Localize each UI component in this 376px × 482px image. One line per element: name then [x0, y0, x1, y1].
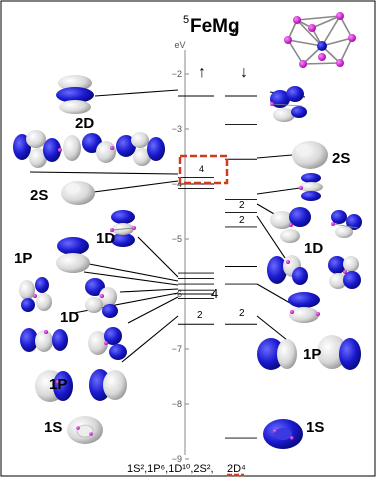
title: FeMg [190, 16, 240, 37]
connector [83, 262, 179, 282]
orbital-2s-left [61, 181, 95, 205]
axis-tick-label: −6 [172, 289, 182, 299]
connector [119, 288, 179, 293]
axis-unit: eV [174, 40, 185, 50]
label-1d-left-upper: 1D [96, 230, 115, 247]
label-2s-left: 2S [30, 187, 48, 204]
spin-up-arrow: ↑ [198, 64, 206, 81]
degeneracy-down-1d-a: 2 [239, 200, 245, 211]
electron-configuration: 1S²,1P⁶,1D¹⁰,2S², [127, 463, 214, 475]
spin-up-levels [178, 95, 214, 325]
degeneracy-down-1p: 2 [239, 308, 245, 319]
label-1p-left: 1P [14, 250, 32, 267]
label-2s-right: 2S [332, 150, 350, 167]
axis-tick-label: −7 [172, 344, 182, 354]
degeneracy-up-1d: 4 [211, 286, 218, 301]
label-1d-right: 1D [304, 240, 323, 257]
orbital-right-1d-a [270, 207, 311, 243]
cluster-structure-icon [284, 12, 356, 68]
connector [29, 171, 179, 175]
connector [256, 283, 291, 304]
axis-tick-label: −2 [172, 69, 182, 79]
orbital-2s-right [292, 141, 328, 169]
degeneracy-up-2d: 4 [199, 164, 204, 174]
connector [256, 315, 288, 341]
orbital-right-1d-b [331, 210, 362, 238]
spin-down-arrow: ↓ [240, 64, 248, 81]
connector [137, 236, 179, 278]
connector [85, 180, 179, 194]
orbital-1d-left-middle [19, 277, 118, 318]
orbital-1d-left-upper [110, 210, 136, 247]
orbital-right-1d-c [267, 255, 308, 285]
orbital-right-1p-upper [288, 292, 320, 323]
connector [256, 187, 301, 195]
label-1d-left-lower: 1D [60, 309, 79, 326]
orbital-right-1d-stack [299, 173, 323, 201]
orbital-2d-row [13, 130, 165, 168]
axis-ticks: −2 −3 −4 −5 −6 −7 −8 −9 [172, 69, 189, 464]
connector [121, 315, 179, 363]
connector [256, 215, 286, 259]
orbital-1p-left-upper [56, 237, 90, 273]
axis-tick-label: −3 [172, 124, 182, 134]
configuration-highlight: 2D⁴ [227, 463, 246, 475]
spin-down-levels [225, 95, 257, 439]
axis-tick-label: −5 [172, 234, 182, 244]
orbital-2d-top [56, 75, 94, 114]
connector [127, 296, 179, 324]
connector [83, 271, 179, 286]
orbital-right-1p-lower [257, 335, 361, 370]
orbital-1d-left-lower [20, 327, 127, 360]
label-1p-left-lower: 1P [49, 376, 67, 393]
highlight-2d-box [178, 154, 229, 185]
orbital-right-1d-d [328, 256, 361, 289]
axis-tick-label: −9 [172, 454, 182, 464]
orbital-1s-left [67, 416, 103, 444]
degeneracy-up-1p: 2 [197, 310, 203, 321]
title-subscript: 8 [232, 27, 238, 39]
label-1s-right: 1S [306, 419, 324, 436]
connector-lines [29, 89, 306, 363]
label-2d: 2D [75, 115, 94, 132]
degeneracy-down-1d-b: 2 [239, 215, 245, 226]
label-1s-left: 1S [44, 419, 62, 436]
connector [256, 154, 293, 159]
title-superscript: 5 [183, 14, 189, 26]
axis-tick-label: −4 [172, 179, 182, 189]
orbital-right-top [270, 86, 307, 122]
orbital-1s-right [263, 419, 303, 449]
label-1p-right: 1P [303, 346, 321, 363]
axis-tick-label: −8 [172, 399, 182, 409]
orbital-1p-left-lower [35, 369, 127, 402]
connector [94, 89, 179, 97]
